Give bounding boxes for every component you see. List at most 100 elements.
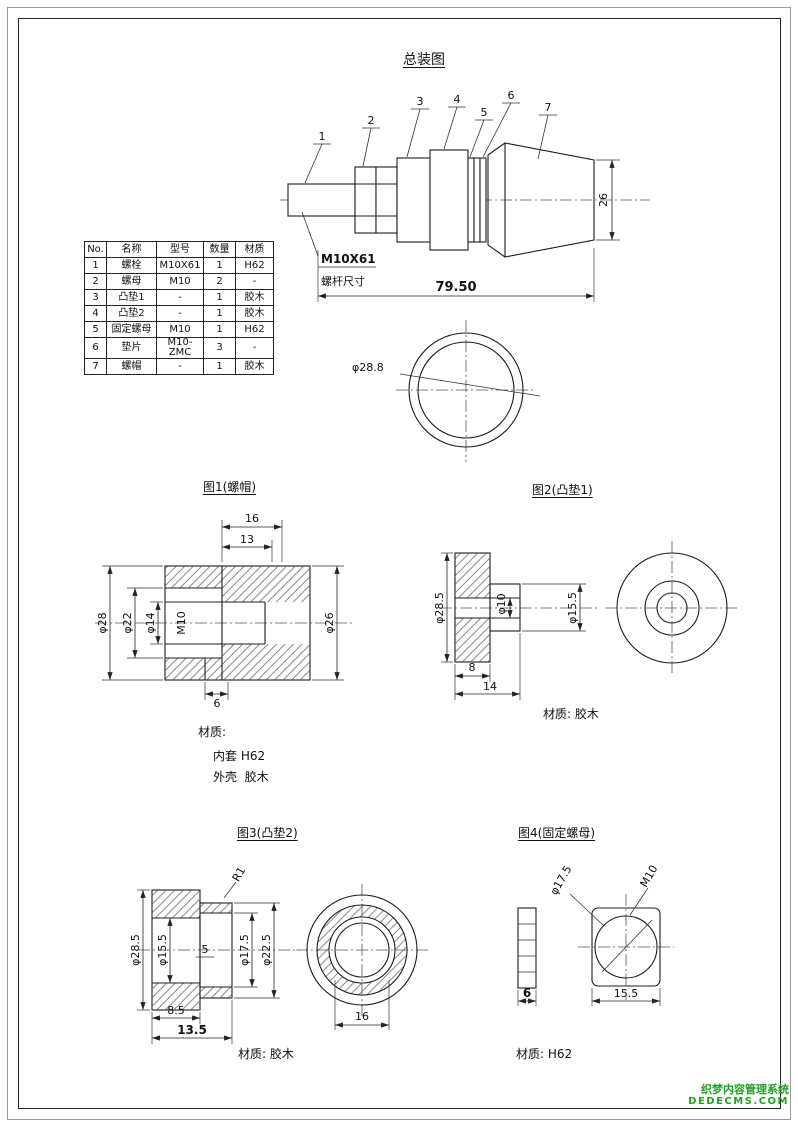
cell-model: M10X61: [156, 257, 204, 274]
table-row: 5 固定螺母 M10 1 H62: [84, 321, 274, 338]
table-row: 3 凸垫1 - 1 胶木: [84, 289, 274, 306]
fig1-dim-d28: φ28: [96, 612, 109, 633]
cell-name: 螺帽: [106, 358, 157, 375]
fig2-dim-8: 8: [469, 661, 476, 674]
fig3-dim-16: 16: [355, 1010, 369, 1023]
cell-material: H62: [235, 321, 274, 338]
table-row: 4 凸垫2 - 1 胶木: [84, 305, 274, 322]
cell-no: 5: [84, 321, 107, 338]
table-row: 6 垫片 M10-ZMC 3 -: [84, 337, 274, 359]
cell-name: 垫片: [106, 337, 157, 359]
cell-qty: 1: [203, 305, 236, 322]
thread-leader: [301, 211, 376, 268]
watermark: 织梦内容管理系统 DEDECMS.COM: [688, 1084, 789, 1108]
cell-qty: 1: [203, 257, 236, 274]
fig3-dim-d285: φ28.5: [129, 934, 142, 966]
fig1-material-label: 材质:: [198, 725, 227, 739]
fig3-dim-85: 8.5: [167, 1004, 185, 1017]
callout-leaders: [304, 102, 557, 184]
fig2-title: 图2(凸垫1): [532, 483, 593, 497]
table-row: 7 螺帽 - 1 胶木: [84, 358, 274, 375]
fig4-side-view: [517, 907, 537, 1006]
cell-name: 固定螺母: [106, 321, 157, 338]
cell-qty: 3: [203, 337, 236, 359]
cell-model: M10-ZMC: [156, 337, 204, 359]
callout-1: 1: [319, 130, 326, 143]
cell-qty: 1: [203, 289, 236, 306]
callout-2: 2: [368, 114, 375, 127]
fig2-dim-14: 14: [483, 680, 497, 693]
fig4-view: 6 φ17.5 M10 15.5: [517, 863, 674, 1006]
cell-name: 螺栓: [106, 257, 157, 274]
fig3-dim-135: 13.5: [177, 1023, 207, 1037]
callout-6: 6: [508, 89, 515, 102]
fig1-material-inner: 内套 H62: [213, 749, 266, 763]
fig3-bore-lines: [152, 912, 232, 988]
cell-name: 凸垫1: [106, 289, 157, 306]
bolt-shaft: [287, 183, 356, 217]
dim-overall-length: [317, 248, 595, 302]
fig2-view: φ28.5 φ10 φ15.5 8 14: [433, 541, 740, 700]
fig1-view: 16 13 φ28 φ22 φ14 M10 φ26 6: [95, 512, 352, 710]
fig3-dim-5: 5: [202, 943, 209, 956]
cell-material: H62: [235, 257, 274, 274]
cell-name: 凸垫2: [106, 305, 157, 322]
hex-nuts: [354, 166, 398, 234]
fig3-dim-r1: R1: [230, 865, 249, 884]
fig4-dim-d175: φ17.5: [547, 863, 574, 897]
cell-qty: 1: [203, 358, 236, 375]
fig4-material: 材质: H62: [516, 1047, 573, 1061]
callout-7: 7: [545, 101, 552, 114]
fig2-material: 材质: 胶木: [543, 707, 599, 721]
dim-label-26: 26: [597, 193, 610, 207]
fig3-material: 材质: 胶木: [238, 1047, 294, 1061]
cell-no: 7: [84, 358, 107, 375]
cell-material: 胶木: [235, 358, 274, 375]
fig1-dim-6: 6: [214, 697, 221, 710]
cap-cone: [487, 142, 595, 258]
callout-3: 3: [417, 95, 424, 108]
cell-model: M10: [156, 321, 204, 338]
fig3-dim-d155: φ15.5: [156, 934, 169, 966]
assembly-section-view: φ28.8: [352, 320, 541, 462]
cell-material: -: [235, 273, 274, 290]
table-row: 2 螺母 M10 2 -: [84, 273, 274, 290]
callout-4: 4: [454, 93, 461, 106]
table-row: 1 螺栓 M10X61 1 H62: [84, 257, 274, 274]
fig2-dim-d155: φ15.5: [566, 592, 579, 624]
assembly-view: 1 2 3 4 5 6 7 M10X61 螺杆尺寸 79.50: [280, 89, 650, 302]
fig2-dim-d285: φ28.5: [433, 592, 446, 624]
cell-model: -: [156, 358, 204, 375]
page-title: 总装图: [403, 52, 445, 68]
watermark-line2: DEDECMS.COM: [688, 1096, 789, 1107]
cell-no: 1: [84, 257, 107, 274]
cell-model: -: [156, 305, 204, 322]
cell-no: 4: [84, 305, 107, 322]
col-header-material: 材质: [235, 241, 274, 258]
watermark-line1: 织梦内容管理系统: [701, 1083, 789, 1096]
thread-caption: 螺杆尺寸: [321, 274, 365, 288]
cell-model: M10: [156, 273, 204, 290]
cell-material: 胶木: [235, 289, 274, 306]
fig4-title: 图4(固定螺母): [518, 826, 595, 840]
col-header-name: 名称: [106, 241, 157, 258]
inner-border: [18, 18, 781, 1109]
cell-material: -: [235, 337, 274, 359]
fig4-dim-155: 15.5: [614, 987, 639, 1000]
fig4-dim-6: 6: [523, 986, 531, 1000]
fig1-dim-13: 13: [240, 533, 254, 546]
fig3-front-view: [296, 884, 428, 1030]
dim-end-diameter: [596, 159, 620, 241]
fig4-dim-m10: M10: [637, 863, 660, 890]
spacers-and-washers: [396, 149, 487, 251]
fig1-dim-16: 16: [245, 512, 259, 525]
fig1-dim-d26: φ26: [323, 612, 336, 633]
parts-table: No. 名称 型号 数量 材质 1 螺栓 M10X61 1 H62 2 螺母 M…: [84, 241, 274, 375]
col-header-no: No.: [84, 241, 107, 258]
cell-model: -: [156, 289, 204, 306]
fig1-internal-lines: [165, 566, 266, 680]
col-header-model: 型号: [156, 241, 204, 258]
table-header-row: No. 名称 型号 数量 材质: [84, 241, 274, 258]
dim-label-overall: 79.50: [435, 280, 476, 295]
